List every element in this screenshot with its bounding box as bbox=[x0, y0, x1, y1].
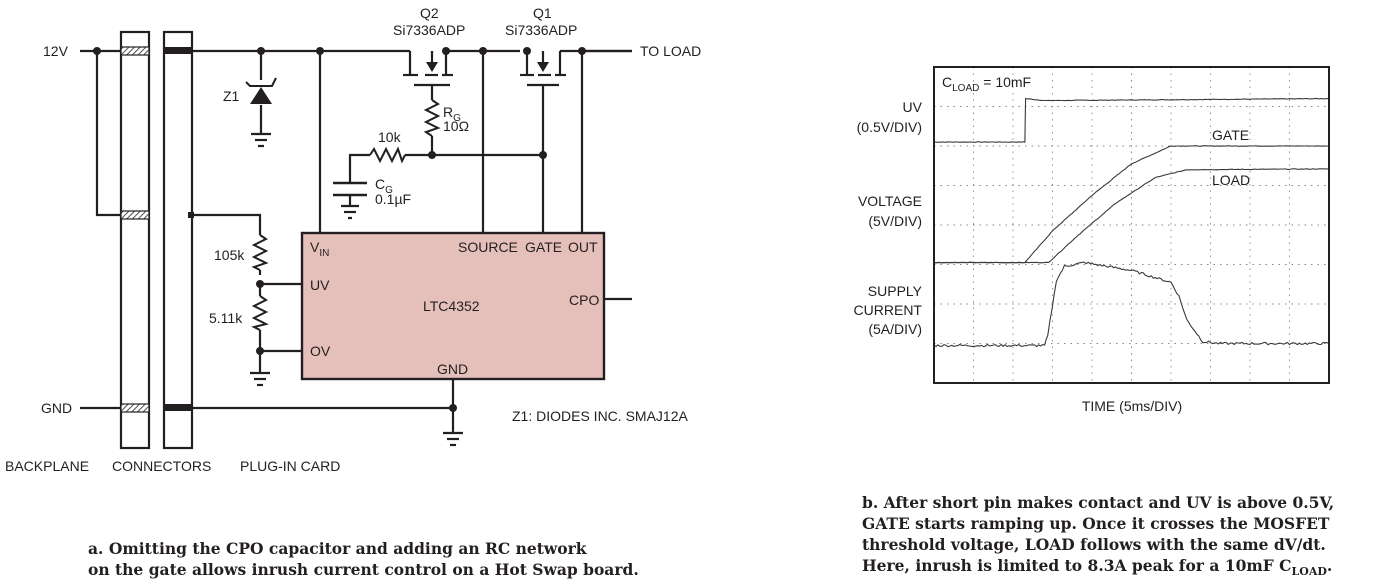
label-511k: 5.11k bbox=[209, 310, 243, 326]
label-backplane: BACKPLANE bbox=[5, 458, 89, 474]
pin-gnd: GND bbox=[437, 361, 468, 377]
pin-ov: OV bbox=[310, 343, 331, 359]
label-q1-part: Si7336ADP bbox=[505, 22, 577, 38]
connector-plugin bbox=[162, 30, 194, 450]
label-q2-ref: Q2 bbox=[420, 5, 439, 21]
ylabel-supply: SUPPLY bbox=[868, 283, 923, 299]
caption-a-line1: a. Omitting the CPO capacitor and adding… bbox=[88, 539, 587, 558]
ground-icon bbox=[341, 204, 359, 220]
pin-source: SOURCE bbox=[458, 239, 518, 255]
pin-out: OUT bbox=[568, 239, 598, 255]
trace-uv bbox=[933, 97, 1329, 143]
trace-load bbox=[933, 168, 1329, 264]
ic-name: LTC4352 bbox=[423, 298, 480, 314]
label-q1-ref: Q1 bbox=[533, 5, 552, 21]
ylabel-voltage-scale: (5V/DIV) bbox=[868, 213, 922, 229]
caption-b-line4: Here, inrush is limited to 8.3A peak for… bbox=[862, 556, 1333, 579]
scope-frame bbox=[933, 66, 1330, 384]
pin-vin: VIN bbox=[310, 239, 329, 259]
label-cg-value: 0.1µF bbox=[375, 191, 411, 207]
trace-label-gate: GATE bbox=[1212, 127, 1249, 143]
caption-b-line1: b. After short pin makes contact and UV … bbox=[862, 493, 1335, 512]
label-connectors: CONNECTORS bbox=[112, 458, 211, 474]
ylabel-uv-scale: (0.5V/DIV) bbox=[857, 119, 922, 135]
mosfet-q2-arrow bbox=[426, 62, 438, 72]
xlabel-time: TIME (5ms/DIV) bbox=[1082, 398, 1182, 414]
trace-supply-current bbox=[933, 261, 1330, 348]
mosfet-q2-icon bbox=[403, 51, 453, 87]
pin-12v-card bbox=[164, 47, 192, 54]
ylabel-voltage: VOLTAGE bbox=[858, 193, 922, 209]
connector-backplane bbox=[119, 30, 151, 450]
ylabel-uv: UV bbox=[903, 99, 923, 115]
label-rg: RG bbox=[443, 104, 461, 124]
caption-b: b. After short pin makes contact and UV … bbox=[862, 492, 1334, 582]
label-rg-value: 10Ω bbox=[443, 118, 469, 134]
ground-icon bbox=[443, 431, 463, 447]
caption-a: a. Omitting the CPO capacitor and adding… bbox=[88, 538, 639, 580]
label-to-load: TO LOAD bbox=[640, 43, 701, 59]
scope-plot: CLOAD = 10mF GATE LOAD UV (0.5V/DIV) VOL… bbox=[854, 66, 1330, 414]
label-10k: 10k bbox=[378, 129, 402, 145]
ylabel-current: CURRENT bbox=[854, 302, 923, 318]
ground-icon bbox=[250, 371, 270, 387]
label-plugin-card: PLUG-IN CARD bbox=[240, 458, 340, 474]
capacitor-icon bbox=[333, 181, 367, 197]
label-cg: CG bbox=[375, 176, 393, 196]
ylabel-current-scale: (5A/DIV) bbox=[868, 321, 922, 337]
resistor-105k-icon bbox=[251, 234, 269, 271]
label-z1-note: Z1: DIODES INC. SMAJ12A bbox=[512, 408, 688, 424]
schematic: 12V GND TO LOAD BACKPLANE CONNECTORS PLU… bbox=[5, 5, 701, 474]
resistor-10k-icon bbox=[369, 146, 406, 164]
pin-gnd-card bbox=[164, 404, 192, 411]
mosfet-q1-icon bbox=[520, 51, 566, 87]
junctions bbox=[93, 47, 586, 412]
pin-12v-backplane bbox=[120, 46, 150, 56]
cload-annotation: CLOAD = 10mF bbox=[942, 74, 1031, 94]
mosfet-q1-arrow bbox=[537, 62, 549, 72]
resistor-511k-icon bbox=[251, 295, 269, 331]
ic-ltc4352 bbox=[300, 231, 606, 381]
pin-short-backplane bbox=[120, 210, 150, 220]
resistor-rg-icon bbox=[423, 99, 441, 137]
zener-diode-icon bbox=[245, 77, 277, 104]
pin-gnd-backplane bbox=[120, 403, 150, 413]
label-12v: 12V bbox=[43, 43, 69, 59]
ground-icon bbox=[251, 132, 271, 148]
caption-b-line2: GATE starts ramping up. Once it crosses … bbox=[862, 514, 1330, 533]
pin-gate: GATE bbox=[525, 239, 562, 255]
trace-label-load: LOAD bbox=[1212, 172, 1250, 188]
label-z1: Z1 bbox=[223, 88, 240, 104]
pin-cpo: CPO bbox=[569, 292, 599, 308]
label-gnd-rail: GND bbox=[41, 400, 72, 416]
pin-short-card bbox=[188, 212, 194, 218]
label-q2-part: Si7336ADP bbox=[393, 22, 465, 38]
scope-traces bbox=[933, 97, 1330, 348]
caption-b-line3: threshold voltage, LOAD follows with the… bbox=[862, 535, 1326, 554]
pin-uv: UV bbox=[310, 277, 330, 293]
caption-a-line2: on the gate allows inrush current contro… bbox=[88, 560, 639, 579]
scope-grid bbox=[934, 67, 1329, 383]
label-105k: 105k bbox=[214, 247, 245, 263]
